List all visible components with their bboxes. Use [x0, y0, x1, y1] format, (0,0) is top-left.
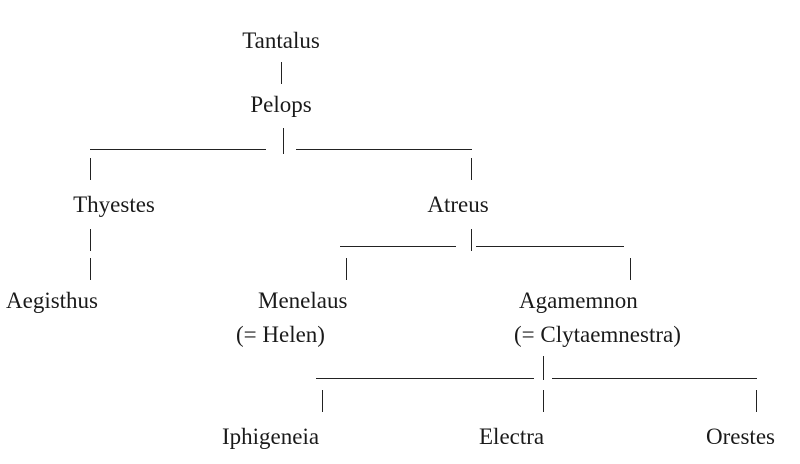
spouse-clytaemnestra: (= Clytaemnestra) — [514, 322, 681, 347]
connector-thyestes-1 — [90, 229, 92, 251]
connector-to-iphigeneia — [322, 390, 324, 412]
person-orestes: Orestes — [706, 424, 775, 449]
branch-line-agamemnon-left — [316, 378, 534, 380]
person-aegisthus: Aegisthus — [6, 288, 98, 313]
spouse-helen: (= Helen) — [236, 322, 325, 347]
connector-to-electra — [543, 390, 545, 412]
branch-line-atreus-left — [340, 246, 456, 248]
person-menelaus: Menelaus — [258, 288, 348, 313]
connector-atreus-children — [471, 229, 473, 251]
connector-to-menelaus — [346, 258, 348, 280]
connector-to-thyestes — [90, 158, 92, 180]
branch-line-pelops-left — [90, 149, 266, 151]
person-agamemnon: Agamemnon — [519, 288, 638, 313]
person-pelops: Pelops — [250, 92, 312, 117]
connector-tantalus-pelops — [281, 62, 283, 84]
person-tantalus: Tantalus — [242, 28, 320, 53]
person-thyestes: Thyestes — [73, 192, 155, 217]
connector-to-atreus — [471, 158, 473, 180]
connector-thyestes-2 — [90, 258, 92, 280]
person-atreus: Atreus — [427, 192, 489, 217]
connector-to-orestes — [756, 390, 758, 412]
branch-line-agamemnon-right — [552, 378, 757, 380]
person-electra: Electra — [479, 424, 545, 449]
connector-to-agamemnon — [630, 258, 632, 280]
connector-pelops-children — [283, 128, 285, 154]
connector-agamemnon-children — [543, 356, 545, 380]
person-iphigeneia: Iphigeneia — [222, 424, 320, 449]
branch-line-atreus-right — [476, 246, 624, 248]
branch-line-pelops-right — [296, 149, 472, 151]
